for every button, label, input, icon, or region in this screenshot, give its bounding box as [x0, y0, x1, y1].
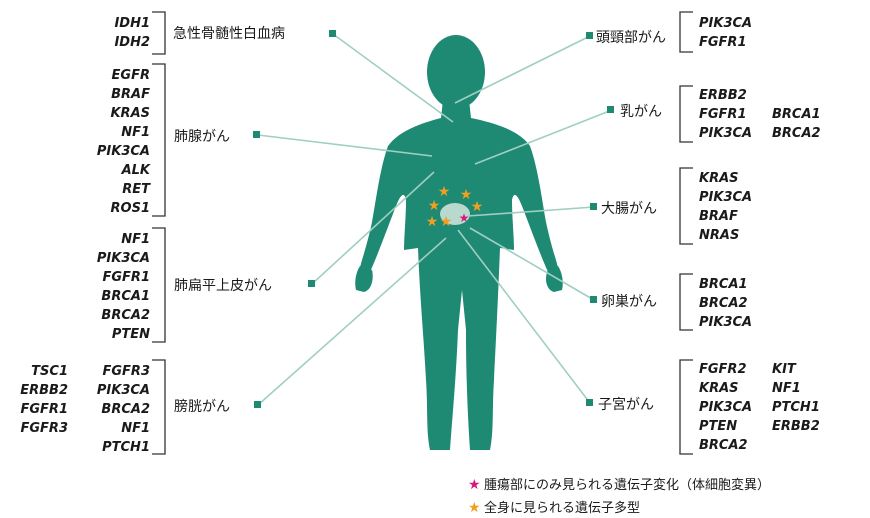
gene: EGFR — [60, 66, 150, 85]
gene: ALK — [60, 161, 150, 180]
gene: BRCA1 — [699, 275, 752, 294]
marker — [586, 399, 593, 406]
gene: KRAS — [699, 379, 752, 398]
neck-and-torso — [360, 100, 558, 450]
star-icon: ★ — [440, 214, 453, 230]
gene: PIK3CA — [60, 142, 150, 161]
gene: PTEN — [699, 417, 752, 436]
gene: IDH1 — [60, 14, 150, 33]
gene: RET — [60, 180, 150, 199]
gene: PIK3CA — [699, 188, 752, 207]
gene: NF1 — [60, 123, 150, 142]
right-hand — [546, 266, 563, 292]
gene: ERBB2 — [699, 86, 752, 105]
gene-list-bladder-col2: FGFR3 PIK3CA BRCA2 NF1 PTCH1 — [80, 362, 150, 457]
legend-somatic-label: 腫瘍部にのみ見られる遺伝子変化（体細胞変異） — [484, 478, 770, 493]
gene: BRAF — [60, 85, 150, 104]
cancer-name-bladder: 膀胱がん — [174, 396, 230, 416]
gene: PTEN — [60, 325, 150, 344]
gene-list-head-neck: PIK3CA FGFR1 — [699, 14, 752, 52]
cancer-name-leukemia: 急性骨髄性白血病 — [173, 23, 285, 43]
cancer-name-ovarian: 卵巣がん — [601, 291, 657, 311]
marker — [254, 401, 261, 408]
gene-list-ovarian: BRCA1 BRCA2 PIK3CA — [699, 275, 752, 332]
gene: BRCA2 — [80, 400, 150, 419]
gene: FGFR3 — [4, 419, 68, 438]
gene: BRCA2 — [60, 306, 150, 325]
gene: PIK3CA — [699, 14, 752, 33]
somatic-star-icon: ★ — [459, 211, 470, 225]
star-icon: ★ — [428, 198, 441, 214]
gene-list-breast-col2: BRCA1 BRCA2 — [772, 105, 821, 143]
cancer-name-lung-squamous: 肺扁平上皮がん — [174, 275, 272, 295]
gene: NF1 — [80, 419, 150, 438]
gene-list-lung-squamous: NF1 PIK3CA FGFR1 BRCA1 BRCA2 PTEN — [60, 230, 150, 344]
cancer-name-colorectal: 大腸がん — [601, 198, 657, 218]
gene: ERBB2 — [772, 417, 820, 436]
gene: FGFR1 — [4, 400, 68, 419]
gene: NF1 — [60, 230, 150, 249]
gene: FGFR1 — [699, 105, 752, 124]
gene: BRAF — [699, 207, 752, 226]
gene: PIK3CA — [60, 249, 150, 268]
human-body-silhouette — [355, 35, 563, 450]
gene: BRCA1 — [772, 105, 821, 124]
somatic-star-icon: ★ — [468, 477, 484, 493]
star-icon: ★ — [471, 199, 484, 215]
gene-list-lung-adeno: EGFR BRAF KRAS NF1 PIK3CA ALK RET ROS1 — [60, 66, 150, 218]
germline-star-icon: ★ — [468, 500, 484, 516]
gene: KIT — [772, 360, 820, 379]
cancer-name-lung-adeno: 肺腺がん — [174, 126, 230, 146]
cancer-name-head-neck: 頭頸部がん — [596, 27, 666, 47]
marker — [253, 131, 260, 138]
cancer-name-uterine: 子宮がん — [598, 394, 654, 414]
gene: PIK3CA — [80, 381, 150, 400]
head — [427, 35, 485, 109]
marker — [590, 203, 597, 210]
cancer-name-breast: 乳がん — [620, 101, 662, 121]
legend-somatic: ★腫瘍部にのみ見られる遺伝子変化（体細胞変異） — [468, 474, 770, 493]
gene: PTCH1 — [772, 398, 820, 417]
gene: BRCA2 — [699, 436, 752, 455]
gene: IDH2 — [60, 33, 150, 52]
gene: ROS1 — [60, 199, 150, 218]
gene: BRCA2 — [772, 124, 821, 143]
marker — [308, 280, 315, 287]
gene-list-uterine-col2: KIT NF1 PTCH1 ERBB2 — [772, 360, 820, 436]
star-icon: ★ — [426, 214, 439, 230]
gene-list-bladder-col1: TSC1 ERBB2 FGFR1 FGFR3 — [4, 362, 68, 438]
legend-germline: ★全身に見られる遺伝子多型 — [468, 497, 640, 516]
gene-list-colorectal: KRAS PIK3CA BRAF NRAS — [699, 169, 752, 245]
marker — [329, 30, 336, 37]
gene: PTCH1 — [80, 438, 150, 457]
legend-germline-label: 全身に見られる遺伝子多型 — [484, 501, 640, 516]
gene-list-uterine-col1: FGFR2 KRAS PIK3CA PTEN BRCA2 — [699, 360, 752, 455]
gene: NF1 — [772, 379, 820, 398]
gene-list-leukemia: IDH1 IDH2 — [60, 14, 150, 52]
gene: FGFR2 — [699, 360, 752, 379]
marker — [586, 32, 593, 39]
gene: FGFR3 — [80, 362, 150, 381]
left-hand — [355, 266, 373, 292]
gene-list-breast-col1: ERBB2 FGFR1 PIK3CA — [699, 86, 752, 143]
gene: PIK3CA — [699, 398, 752, 417]
gene: KRAS — [699, 169, 752, 188]
gene: KRAS — [60, 104, 150, 123]
gene: BRCA1 — [60, 287, 150, 306]
gene: FGFR1 — [699, 33, 752, 52]
gene: PIK3CA — [699, 124, 752, 143]
gene: TSC1 — [4, 362, 68, 381]
marker — [590, 296, 597, 303]
gene: BRCA2 — [699, 294, 752, 313]
gene: PIK3CA — [699, 313, 752, 332]
marker — [607, 106, 614, 113]
gene: NRAS — [699, 226, 752, 245]
gene: FGFR1 — [60, 268, 150, 287]
gene: ERBB2 — [4, 381, 68, 400]
